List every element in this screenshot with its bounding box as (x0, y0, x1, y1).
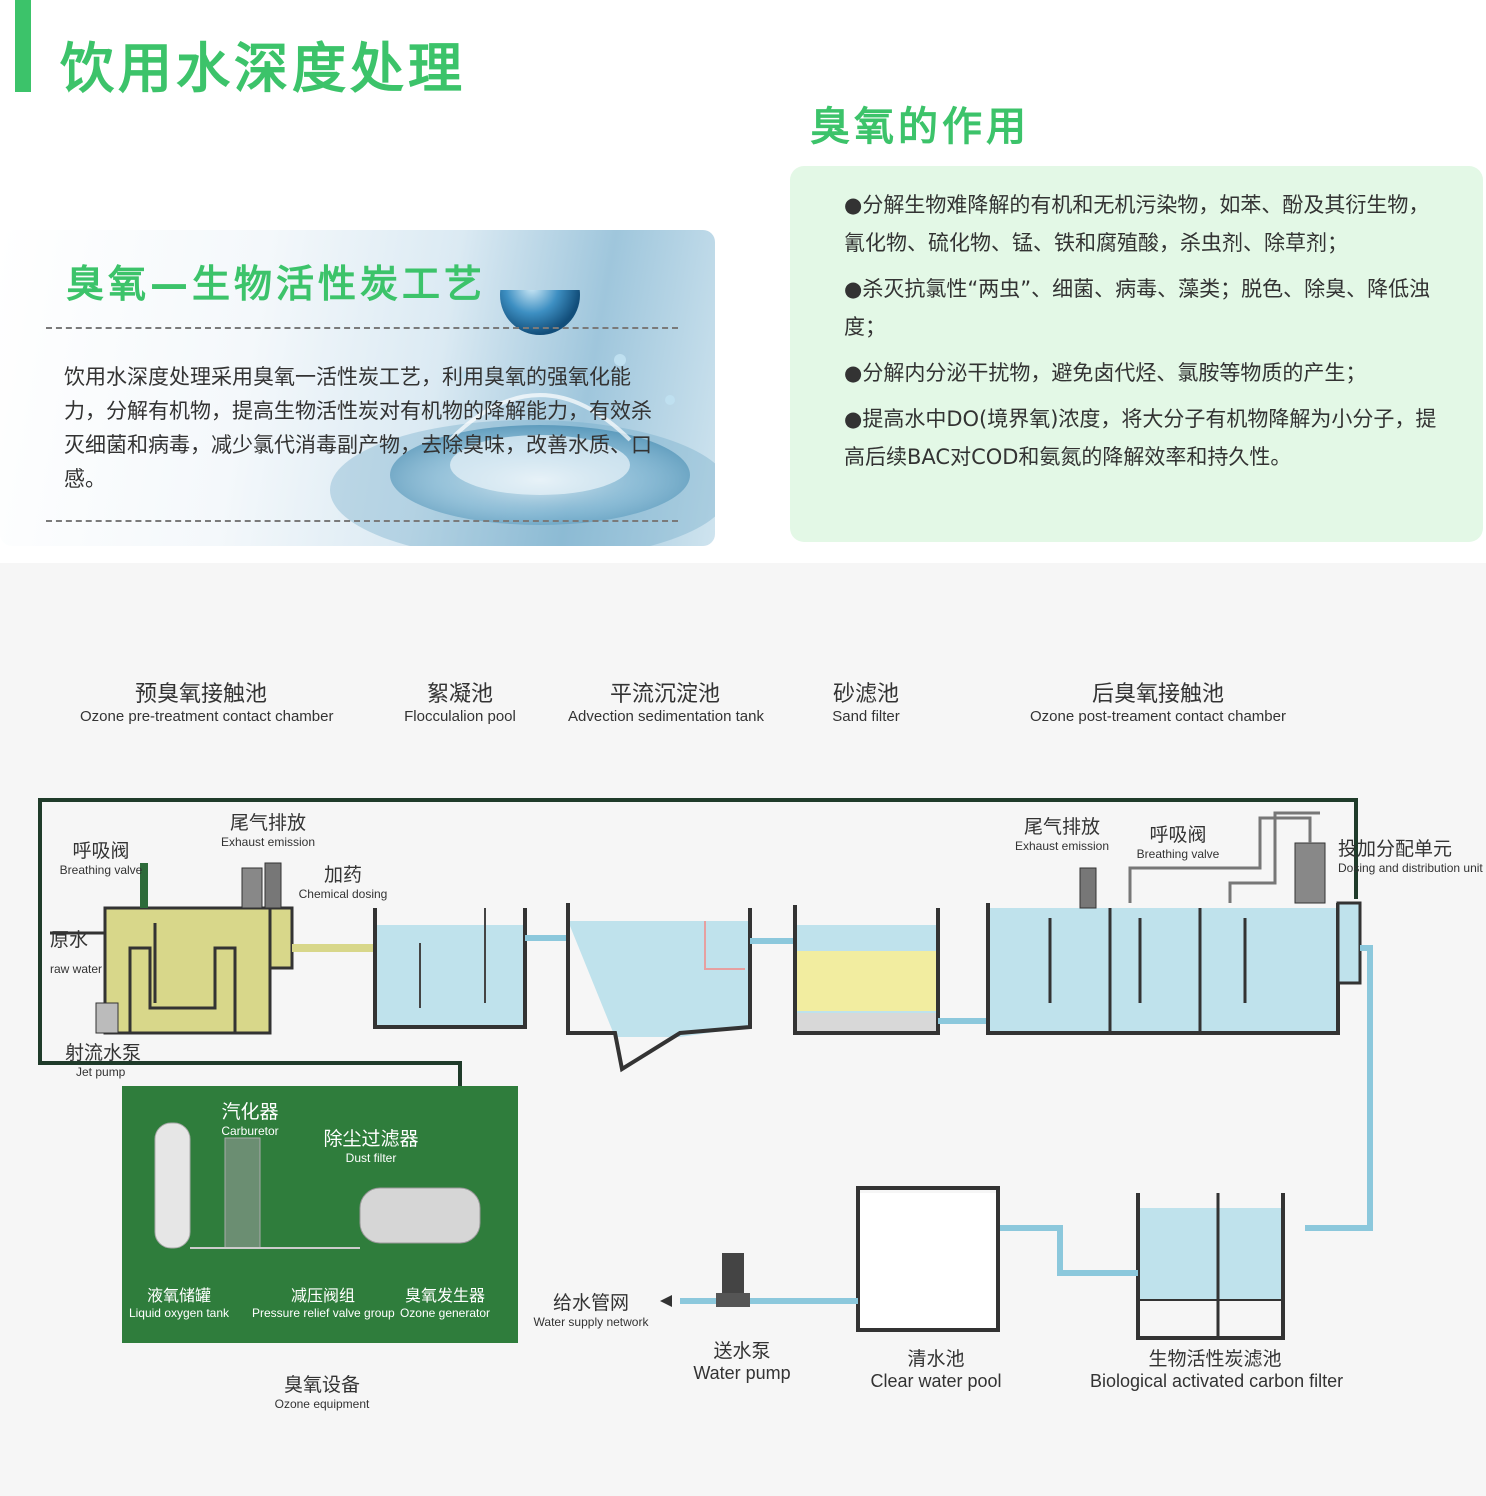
pre-ozone-chamber (95, 862, 294, 1035)
ozone-pipe-top (38, 798, 1358, 899)
label-chemical-dosing: 加药 Chemical dosing (298, 865, 388, 901)
label-exhaust-right: 尾气排放 Exhaust emission (1014, 817, 1110, 853)
label-ozone-generator: 臭氧发生器 Ozone generator (399, 1288, 491, 1320)
label-jet-pump: 射流水泵 Jet pump (64, 1043, 141, 1079)
ozone-role-card (790, 166, 1483, 542)
divider-bottom (46, 520, 678, 522)
water-pump-icon (716, 1253, 750, 1307)
label-breathing-right: 呼吸阀 Breathing valve (1136, 825, 1220, 861)
label-water-pump: 送水泵 Water pump (693, 1341, 791, 1383)
divider-top (46, 327, 678, 329)
title-accent-bar (15, 0, 31, 92)
ozone-role-item: ●分解内分泌干扰物，避免卤代烃、氯胺等物质的产生； (844, 361, 1367, 385)
process-title: 臭氧—生物活性炭工艺 (66, 262, 487, 306)
label-pre-ozone: 预臭氧接触池 Ozone pre-treatment contact chamb… (80, 681, 334, 725)
label-ozone-equipment: 臭氧设备 Ozone equipment (274, 1375, 370, 1411)
sedimentation-tank (566, 903, 752, 1073)
label-dust-filter: 除尘过滤器 Dust filter (323, 1129, 419, 1165)
sand-filter (793, 905, 940, 1035)
post-ozone-chamber (986, 811, 1362, 1035)
label-dosing-unit: 投加分配单元 Dosing and distribution unit (1338, 839, 1483, 875)
page-title: 饮用水深度处理 (60, 37, 466, 100)
clear-water-pool (856, 1186, 1000, 1332)
label-sand-filter: 砂滤池 Sand filter (832, 681, 900, 725)
ozone-equipment-box (122, 1086, 518, 1343)
label-sedimentation: 平流沉淀池 Advection sedimentation tank (568, 681, 764, 725)
label-carburetor: 汽化器 Carburetor (221, 1102, 279, 1138)
ozone-role-title: 臭氧的作用 (810, 104, 1030, 150)
globe-icon (500, 290, 580, 335)
flocculation-tank (373, 908, 527, 1029)
ozone-role-item: ●杀灭抗氯性“两虫”、细菌、病毒、藻类；脱色、除臭、降低浊度； (844, 277, 1431, 339)
label-water-supply: 给水管网 Water supply network (533, 1293, 649, 1329)
label-breathing-left: 呼吸阀 Breathing valve (59, 841, 143, 877)
label-exhaust-left: 尾气排放 Exhaust emission (220, 813, 316, 849)
process-description: 饮用水深度处理采用臭氧一活性炭工艺，利用臭氧的强氧化能力，分解有机物，提高生物活… (64, 365, 652, 491)
ozone-role-item: ●分解生物难降解的有机和无机污染物，如苯、酚及其衍生物，氰化物、硫化物、锰、铁和… (844, 193, 1430, 255)
label-bac-filter: 生物活性炭滤池 Biological activated carbon filt… (1090, 1349, 1344, 1391)
water-splash-image (330, 290, 715, 546)
process-flow-diagram (38, 798, 1373, 1343)
label-relief-valve: 减压阀组 Pressure relief valve group (252, 1288, 395, 1320)
label-oxygen-tank: 液氧储罐 Liquid oxygen tank (128, 1288, 230, 1320)
label-post-ozone: 后臭氧接触池 Ozone post-treament contact chamb… (1030, 681, 1286, 725)
label-clear-pool: 清水池 Clear water pool (870, 1349, 1002, 1391)
label-raw-water: 原水 raw water (50, 930, 103, 976)
ozone-role-item: ●提高水中DO(境界氧)浓度，将大分子有机物降解为小分子，提高后续BAC对COD… (844, 407, 1437, 469)
label-flocculation: 絮凝池 Flocculalion pool (404, 681, 516, 725)
process-card (0, 230, 715, 546)
ozone-role-list: ●分解生物难降解的有机和无机污染物，如苯、酚及其衍生物，氰化物、硫化物、锰、铁和… (844, 186, 1444, 484)
bac-filter (1136, 1193, 1285, 1340)
